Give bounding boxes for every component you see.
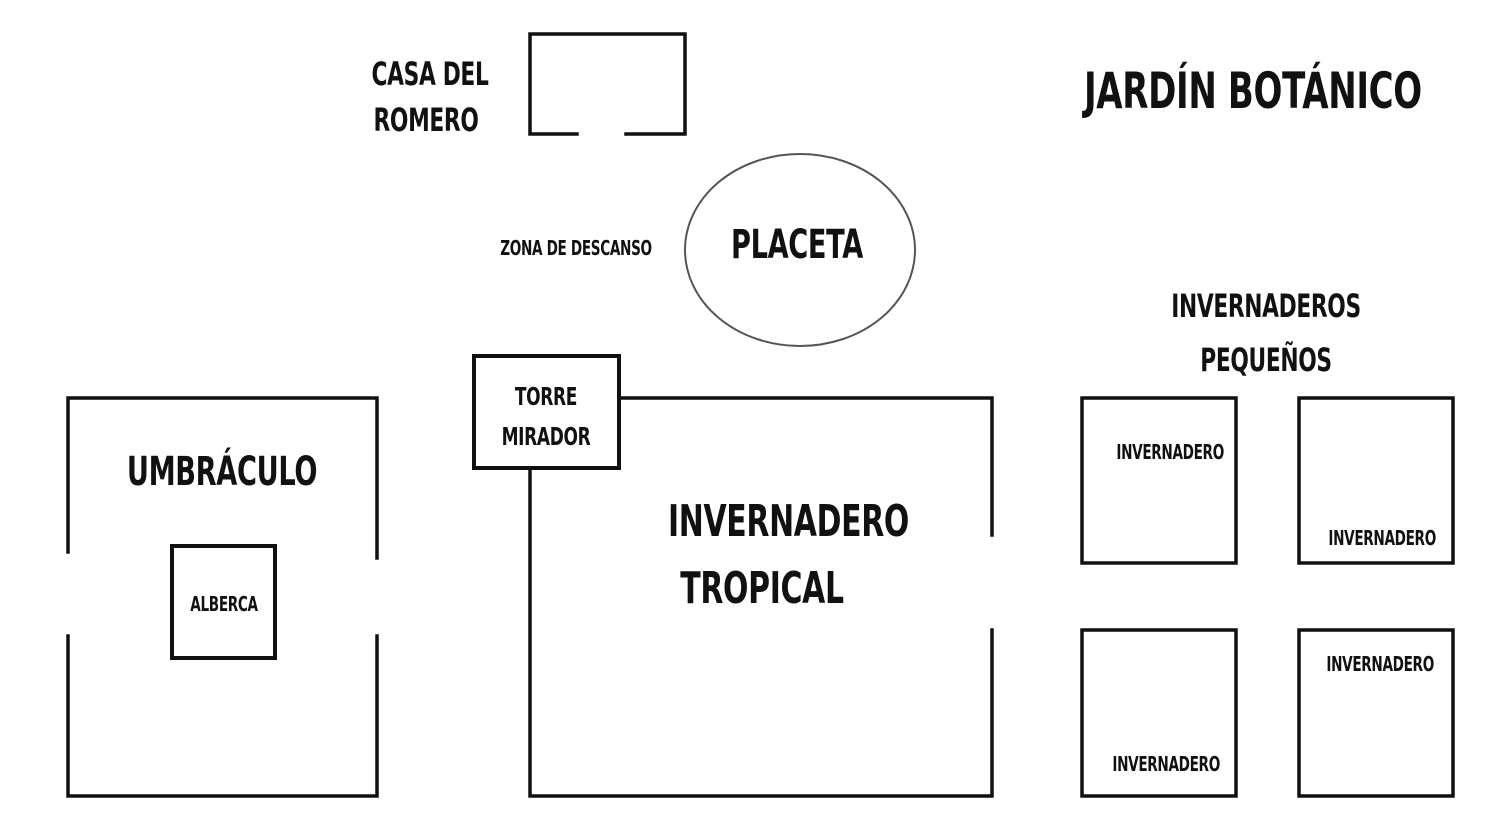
alberca-label: ALBERCA xyxy=(190,592,258,616)
placeta-outline xyxy=(684,153,916,347)
invernadero-box-1 xyxy=(1080,396,1238,565)
invernadero-tropical-label-line1: INVERNADERO xyxy=(668,496,910,547)
invernadero-box-4 xyxy=(1297,628,1455,798)
casa-del-romero-outline xyxy=(528,32,687,136)
umbraculo-outline xyxy=(66,396,379,798)
torre-mirador-label-line1: TORRE xyxy=(514,382,578,411)
zona-de-descanso-label: ZONA DE DESCANSO xyxy=(500,236,652,260)
casa-del-romero-label-line2: ROMERO xyxy=(373,101,479,139)
invernadero-label-4: INVERNADERO xyxy=(1326,652,1434,676)
invernadero-box-3 xyxy=(1080,628,1238,798)
umbraculo-label: UMBRÁCULO xyxy=(126,449,318,495)
casa-del-romero-label-line1: CASA DEL xyxy=(371,55,489,93)
invernadero-tropical-label-line2: TROPICAL xyxy=(680,563,844,614)
invernadero-label-1: INVERNADERO xyxy=(1116,440,1224,464)
torre-mirador-label-line2: MIRADOR xyxy=(501,422,591,451)
alberca-outline xyxy=(170,544,277,660)
invernaderos-pequenos-label-line2: PEQUEÑOS xyxy=(1200,341,1332,379)
invernadero-label-2: INVERNADERO xyxy=(1328,526,1436,550)
invernadero-box-2 xyxy=(1297,396,1455,565)
torre-mirador-outline xyxy=(472,354,621,470)
invernadero-label-3: INVERNADERO xyxy=(1112,752,1220,776)
placeta-label: PLACETA xyxy=(731,222,863,268)
invernaderos-pequenos-label-line1: INVERNADEROS xyxy=(1171,287,1361,325)
map-title: JARDÍN BOTÁNICO xyxy=(1084,62,1422,120)
invernadero-tropical-outline xyxy=(528,396,994,798)
